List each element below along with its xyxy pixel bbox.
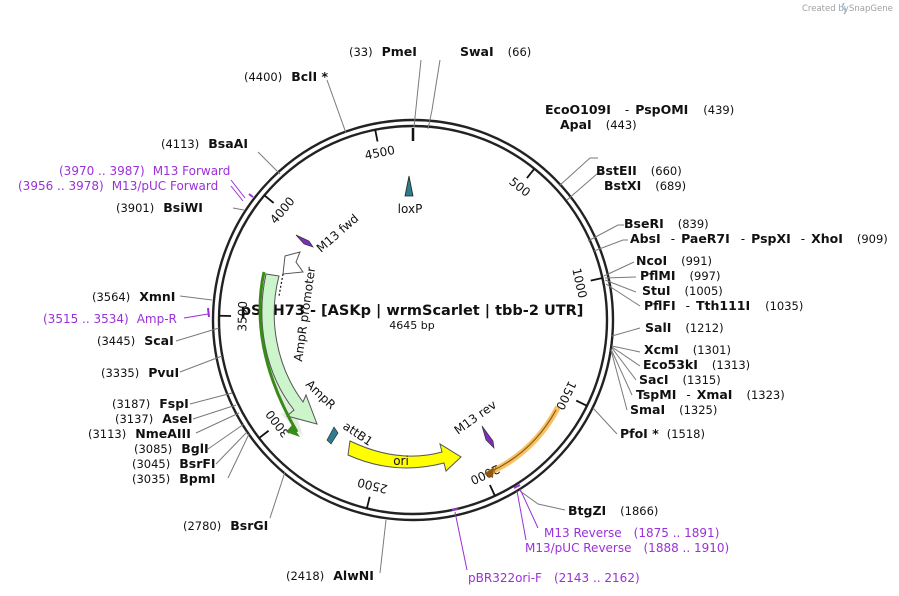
ori-label: ori (393, 454, 409, 468)
ori-feature[interactable] (347, 440, 462, 472)
plasmid-length: 4645 bp (389, 319, 434, 332)
site-pflmi[interactable]: PflMI(997) (640, 268, 720, 283)
primer-marks (183, 179, 539, 571)
site-asei[interactable]: (3137)AseI (115, 411, 193, 426)
m13fwd-label: M13 fwd (314, 211, 362, 255)
site-bsaai[interactable]: (4113)BsaAI (161, 136, 248, 151)
site-bpmi[interactable]: (3035)BpmI (132, 471, 215, 486)
site-pfoi[interactable]: PfoI *(1518) (620, 426, 705, 441)
site-bsiwi[interactable]: (3901)BsiWI (116, 200, 203, 215)
leader-lines (175, 59, 641, 574)
primer-m13-puc-forward[interactable]: (3956 .. 3978)M13/pUC Forward (18, 179, 218, 193)
site-btgzi[interactable]: BtgZI(1866) (568, 503, 658, 518)
site-pmei[interactable]: (33)PmeI (349, 44, 417, 59)
ruler-label-2000: 2000 (468, 462, 502, 488)
site-pvui[interactable]: (3335)PvuI (101, 365, 179, 380)
site-bstxi[interactable]: BstXI(689) (604, 178, 686, 193)
ruler-label-2500: 2500 (356, 475, 389, 496)
site-bsteii[interactable]: BstEII(660) (596, 163, 682, 178)
site-eco53ki[interactable]: Eco53kI(1313) (643, 357, 750, 372)
ruler-label-4500: 4500 (363, 143, 396, 163)
snapgene-logo-icon (841, 2, 847, 15)
site-bsrfi[interactable]: (3045)BsrFI (132, 456, 216, 471)
orf-arc (489, 409, 557, 473)
ruler-label-500: 500 (506, 174, 533, 199)
ruler-label-4000: 4000 (267, 194, 297, 226)
site-ncoi[interactable]: NcoI(991) (636, 253, 712, 268)
primer-m13-reverse[interactable]: M13 Reverse(1875 .. 1891) (544, 526, 719, 540)
plasmid-title: pSAH73 - [ASKp | wrmScarlet | tbb-2 UTR] (241, 303, 584, 319)
site-tspmi[interactable]: TspMI-XmaI(1323) (636, 387, 785, 402)
site-ecoo109i[interactable]: EcoO109I-PspOMI(439) (545, 102, 734, 117)
primer-pbr322ori-f[interactable]: pBR322ori-F(2143 .. 2162) (468, 571, 640, 585)
credit-prefix: Created by (802, 4, 849, 14)
orf-arrowhead (484, 467, 494, 478)
site-pflfi[interactable]: PflFI-Tth111I(1035) (644, 298, 803, 313)
primer-m13-forward[interactable]: (3970 .. 3987)M13 Forward (59, 164, 230, 178)
attb1-feature[interactable] (326, 426, 339, 445)
site-xmni[interactable]: (3564)XmnI (92, 289, 175, 304)
loxp-feature[interactable] (404, 175, 414, 197)
site-saci[interactable]: SacI(1315) (639, 372, 721, 387)
m13rev-label: M13 rev (452, 398, 500, 438)
ampr-orf-arrowhead (286, 425, 300, 437)
ruler-tick-2500 (365, 496, 371, 509)
site-bcli[interactable]: (4400)BclI * (244, 69, 328, 84)
m13rev-feature[interactable] (481, 425, 495, 449)
backbone-inner (217, 124, 609, 516)
amprpromoter-dotline (278, 273, 284, 297)
ruler-label-1000: 1000 (569, 267, 589, 300)
site-bsrgi[interactable]: (2780)BsrGI (183, 518, 268, 533)
loxp-label: loxP (398, 202, 423, 216)
primer-m13-puc-reverse[interactable]: M13/pUC Reverse(1888 .. 1910) (525, 541, 729, 555)
backbone-outer (211, 118, 615, 522)
site-fspi[interactable]: (3187)FspI (112, 396, 189, 411)
site-absi[interactable]: AbsI-PaeR7I-PspXI-XhoI(909) (630, 231, 888, 246)
site-stui[interactable]: StuI(1005) (642, 283, 723, 298)
site-apai[interactable]: ApaI(443) (560, 117, 637, 132)
amprpromoter-feature[interactable] (282, 251, 304, 275)
site-xcmi[interactable]: XcmI(1301) (644, 342, 731, 357)
primer-amp-r[interactable]: (3515 .. 3534)Amp-R (43, 312, 177, 326)
ruler-tick-3000 (258, 430, 270, 439)
ruler-tick-2000 (489, 484, 496, 497)
site-scai[interactable]: (3445)ScaI (97, 333, 174, 348)
site-smai[interactable]: SmaI(1325) (630, 402, 717, 417)
ruler-tick-1500 (575, 399, 588, 407)
ampr-orf-arc (258, 271, 299, 433)
site-bgli[interactable]: (3085)BglI (134, 441, 209, 456)
ruler-label-3500: 3500 (235, 301, 250, 332)
m13fwd-feature[interactable] (295, 234, 314, 248)
site-sali[interactable]: SalI(1212) (645, 320, 724, 335)
ruler-tick-4000 (263, 194, 275, 204)
ruler-tick-500 (526, 168, 536, 179)
credit-brand: SnapGene (849, 4, 893, 14)
site-bseri[interactable]: BseRI(839) (624, 216, 709, 231)
ruler-tick-1000 (590, 277, 603, 282)
site-swai[interactable]: SwaI(66) (460, 44, 531, 59)
site-alwni[interactable]: (2418)AlwNI (286, 568, 374, 583)
site-nmeaiii[interactable]: (3113)NmeAIII (88, 426, 191, 441)
ruler-tick-4500 (374, 129, 379, 142)
